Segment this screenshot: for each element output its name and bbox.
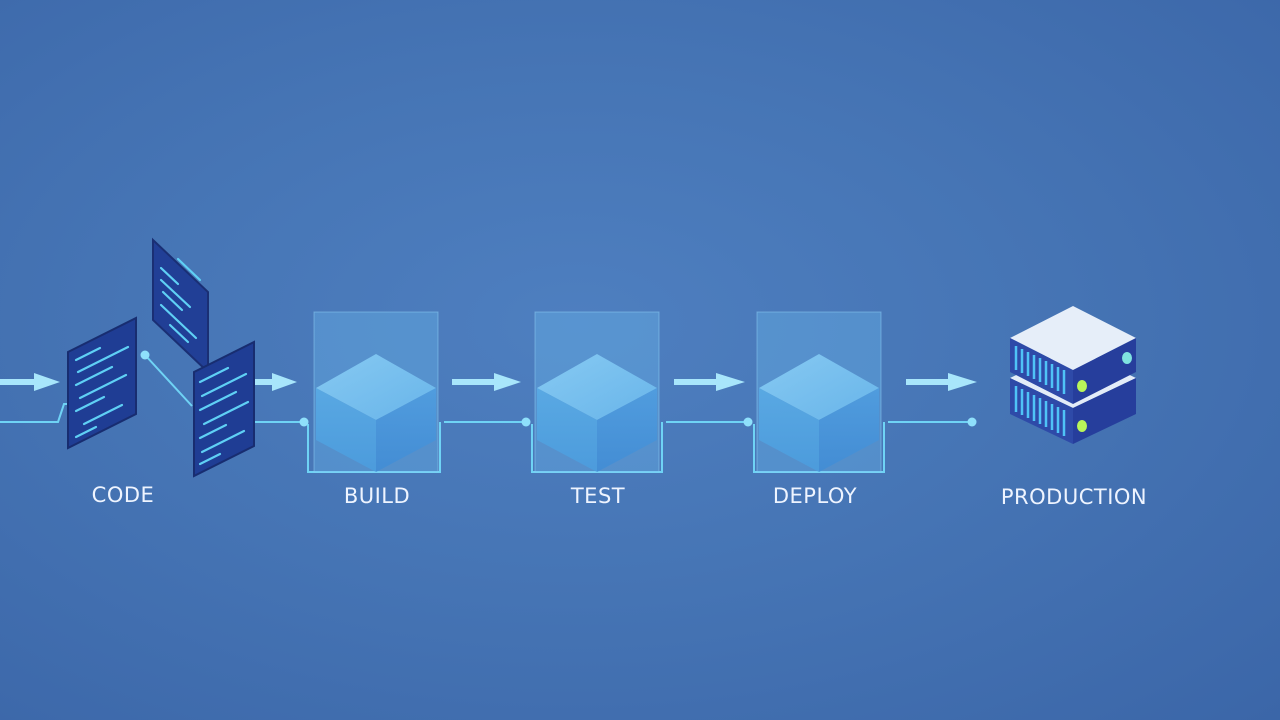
connector-nodes: [140, 350, 977, 427]
server-upper-led-side: [1122, 352, 1132, 364]
node-production: [967, 417, 977, 427]
flow-arrows: [0, 373, 977, 391]
server-lower-led: [1077, 420, 1087, 432]
connector-code-internal: [144, 354, 193, 407]
server-stack-icon: [1010, 306, 1136, 444]
connector-left-edge: [0, 403, 70, 423]
stage-label-test: TEST: [570, 484, 626, 508]
code-document-back: [152, 237, 209, 375]
code-documents-icon: [67, 237, 255, 478]
stage-label-build: BUILD: [343, 484, 411, 508]
node-deploy: [743, 417, 753, 427]
arrow-deploy-prod-icon: [906, 373, 977, 391]
arrow-build-test-icon: [452, 373, 521, 391]
test-cube-icon: [534, 311, 660, 473]
server-upper-led-front: [1077, 380, 1087, 392]
arrow-test-deploy-icon: [674, 373, 745, 391]
node-code-doc: [140, 350, 150, 360]
node-test: [521, 417, 531, 427]
build-cube-icon: [313, 311, 439, 473]
code-document-right: [193, 340, 255, 478]
server-upper: [1010, 306, 1136, 404]
stage-label-production: PRODUCTION: [1000, 485, 1148, 509]
arrow-left-edge-icon: [0, 373, 60, 391]
stage-label-code: CODE: [91, 483, 155, 507]
node-build: [299, 417, 309, 427]
deploy-cube-icon: [756, 311, 882, 473]
code-document-left: [67, 316, 137, 450]
stage-label-deploy: DEPLOY: [772, 484, 858, 508]
arrow-code-build-icon: [255, 373, 297, 391]
